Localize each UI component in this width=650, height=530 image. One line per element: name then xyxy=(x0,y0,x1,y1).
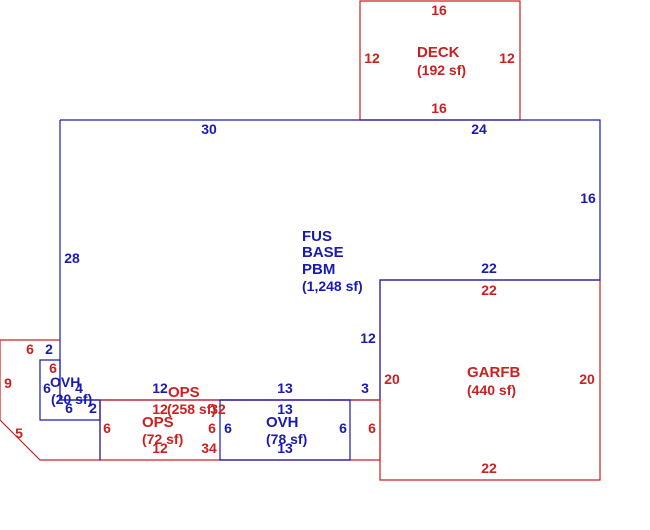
ops-upper-dim-32: 32 xyxy=(210,401,226,417)
ops-left-dim-6-top: 6 xyxy=(26,341,34,357)
ovh-right-dim-6-left: 6 xyxy=(224,420,232,436)
ops-upper-area: (258 sf) xyxy=(167,401,216,417)
gar-dim-right: 20 xyxy=(579,371,595,387)
fus-dim-top-left: 30 xyxy=(201,121,217,137)
ovh-right-dim-6-right: 6 xyxy=(339,420,347,436)
ops-left-dim-5: 5 xyxy=(15,425,23,441)
deck-dim-left: 12 xyxy=(364,50,380,66)
ovh-left-dim-6-bottom: 6 xyxy=(65,400,73,416)
deck-dim-bottom: 16 xyxy=(431,100,447,116)
ops-lower-dim-34: 34 xyxy=(201,440,217,456)
ops-left-dim-6-inner: 6 xyxy=(49,360,57,376)
fus-dim-top-right: 24 xyxy=(471,121,487,137)
ops-upper-dim-12b: 12 xyxy=(152,401,168,417)
ovh-left-dim-2: 2 xyxy=(45,341,53,357)
ops-lower-dim-12: 12 xyxy=(152,440,168,456)
ovh-left-name: OVH xyxy=(50,374,80,390)
ovh-left-dim-2-bottom: 2 xyxy=(89,400,97,416)
fus-dim-step-22: 22 xyxy=(481,260,497,276)
fus-dim-step-12: 12 xyxy=(360,330,376,346)
overhang-right-outline xyxy=(219,399,351,461)
ops-upper-name: OPS xyxy=(168,384,200,401)
ops-upper-dim-13: 13 xyxy=(277,380,293,396)
ops-lower-name: OPS xyxy=(142,414,174,431)
ops-upper-dim-13b: 13 xyxy=(277,401,293,417)
fus-area: (1,248 sf) xyxy=(302,278,363,294)
fus-dim-step-3: 3 xyxy=(361,380,369,396)
gar-dim-bottom: 22 xyxy=(481,460,497,476)
porch-left-outline xyxy=(0,339,100,461)
deck-dim-right: 12 xyxy=(499,50,515,66)
ops-upper-dim-12: 12 xyxy=(152,380,168,396)
gar-dim-top: 22 xyxy=(481,282,497,298)
fus-label-2: BASE xyxy=(302,244,344,261)
gar-name: GARFB xyxy=(467,364,520,381)
ovh-left-area: (20 sf) xyxy=(51,391,92,407)
deck-dim-top: 16 xyxy=(431,2,447,18)
ops-lower-area: (72 sf) xyxy=(142,431,183,447)
fus-label-1: FUS xyxy=(302,228,332,245)
ovh-right-dim-13: 13 xyxy=(277,440,293,456)
fus-dim-right: 16 xyxy=(580,190,596,206)
ovh-right-name: OVH xyxy=(266,414,299,431)
gar-dim-left: 20 xyxy=(384,371,400,387)
deck-area: (192 sf) xyxy=(417,62,466,78)
fus-label-3: PBM xyxy=(302,261,335,278)
deck-name: DECK xyxy=(417,44,460,61)
gar-area: (440 sf) xyxy=(467,382,516,398)
ops-dim-6-right: 6 xyxy=(368,420,376,436)
ops-lower-dim-6-right: 6 xyxy=(208,420,216,436)
ovh-left-dim-4: 4 xyxy=(75,380,83,396)
ovh-right-area: (78 sf) xyxy=(266,431,307,447)
ops-left-dim-9: 9 xyxy=(4,375,12,391)
ops-lower-dim-6-left: 6 xyxy=(103,420,111,436)
fus-dim-left: 28 xyxy=(64,250,80,266)
ovh-left-dim-6: 6 xyxy=(43,380,51,396)
